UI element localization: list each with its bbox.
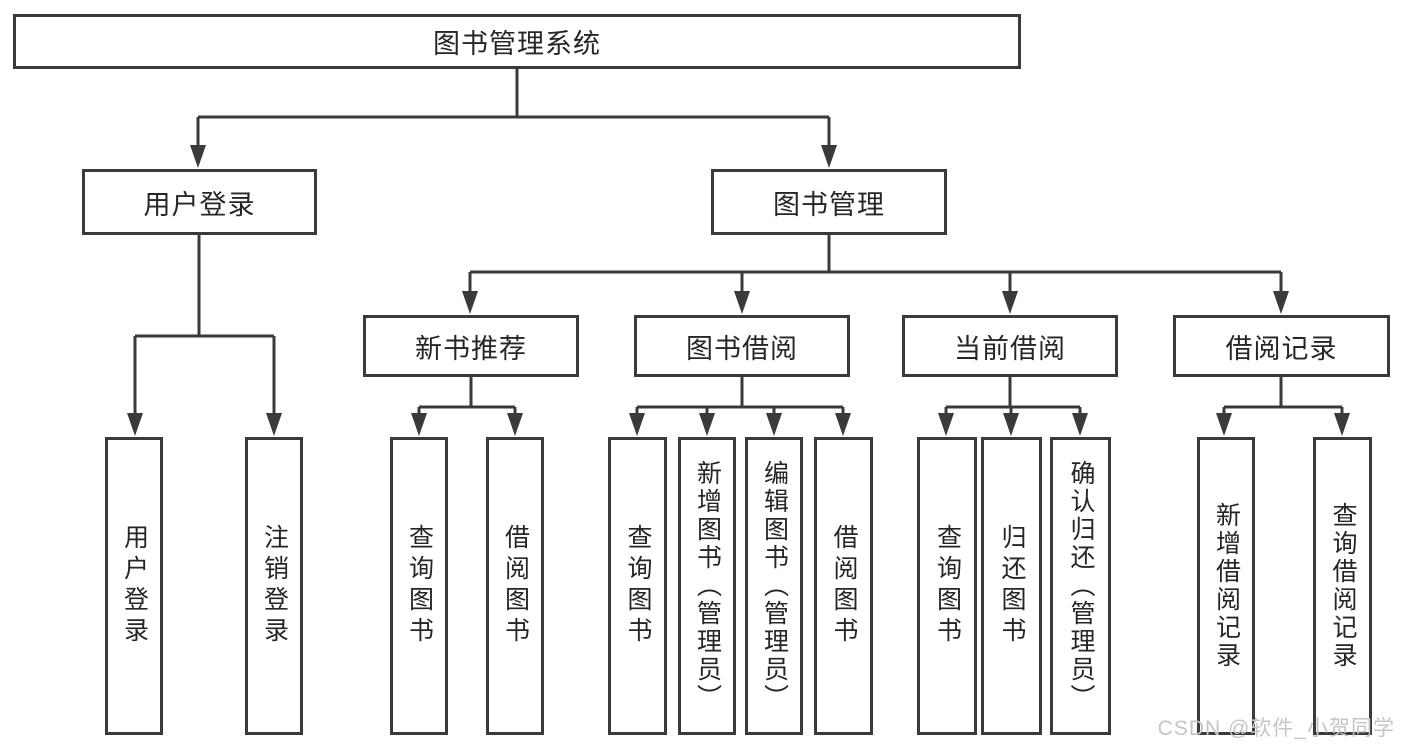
node-label: 查询图书 [405, 524, 434, 648]
node-label: 编辑图书（管理员） [760, 460, 789, 712]
node-label: 借阅记录 [1225, 333, 1338, 364]
leaf-query-books-current: 查询图书 [917, 437, 977, 735]
node-book-management: 图书管理 [711, 169, 947, 235]
node-label: 用户登录 [143, 189, 256, 220]
node-label: 查询图书 [624, 524, 652, 648]
leaf-borrow-books-recommend: 借阅图书 [486, 437, 544, 735]
node-label: 归还图书 [998, 524, 1026, 648]
leaf-user-login: 用户登录 [105, 437, 163, 735]
leaf-query-borrow-record: 查询借阅记录 [1313, 437, 1372, 735]
node-root-system: 图书管理系统 [13, 14, 1021, 69]
node-label: 图书借阅 [686, 333, 798, 364]
node-label: 查询图书 [933, 524, 962, 648]
leaf-query-books-borrowing: 查询图书 [608, 437, 667, 735]
leaf-add-borrow-record: 新增借阅记录 [1197, 437, 1255, 735]
node-label: 用户登录 [120, 524, 149, 648]
node-label: 当前借阅 [954, 333, 1066, 364]
leaf-logout: 注销登录 [245, 437, 303, 735]
node-label: 确认归还（管理员） [1067, 460, 1095, 712]
node-label: 注销登录 [260, 524, 289, 648]
csdn-watermark: CSDN @软件_小贺同学 [1157, 717, 1395, 740]
node-label: 图书管理 [773, 189, 885, 220]
leaf-confirm-return-admin: 确认归还（管理员） [1050, 437, 1111, 735]
node-label: 借阅图书 [830, 524, 858, 648]
node-label: 新增图书（管理员） [693, 460, 722, 712]
node-current-borrowing: 当前借阅 [902, 315, 1118, 377]
leaf-query-books-recommend: 查询图书 [390, 437, 448, 735]
node-label: 图书管理系统 [433, 29, 601, 59]
leaf-borrow-books: 借阅图书 [814, 437, 873, 735]
node-borrowing-records: 借阅记录 [1173, 315, 1390, 377]
node-label: 新书推荐 [415, 333, 527, 364]
node-label: 借阅图书 [501, 524, 530, 648]
leaf-add-books-admin: 新增图书（管理员） [678, 437, 736, 735]
leaf-edit-books-admin: 编辑图书（管理员） [745, 437, 803, 735]
node-book-borrowing: 图书借阅 [634, 315, 850, 377]
node-new-book-recommend: 新书推荐 [363, 315, 579, 377]
node-label: 查询借阅记录 [1329, 502, 1357, 670]
leaf-return-books: 归还图书 [981, 437, 1042, 735]
node-label: 新增借阅记录 [1212, 502, 1241, 670]
node-user-login: 用户登录 [82, 169, 317, 235]
